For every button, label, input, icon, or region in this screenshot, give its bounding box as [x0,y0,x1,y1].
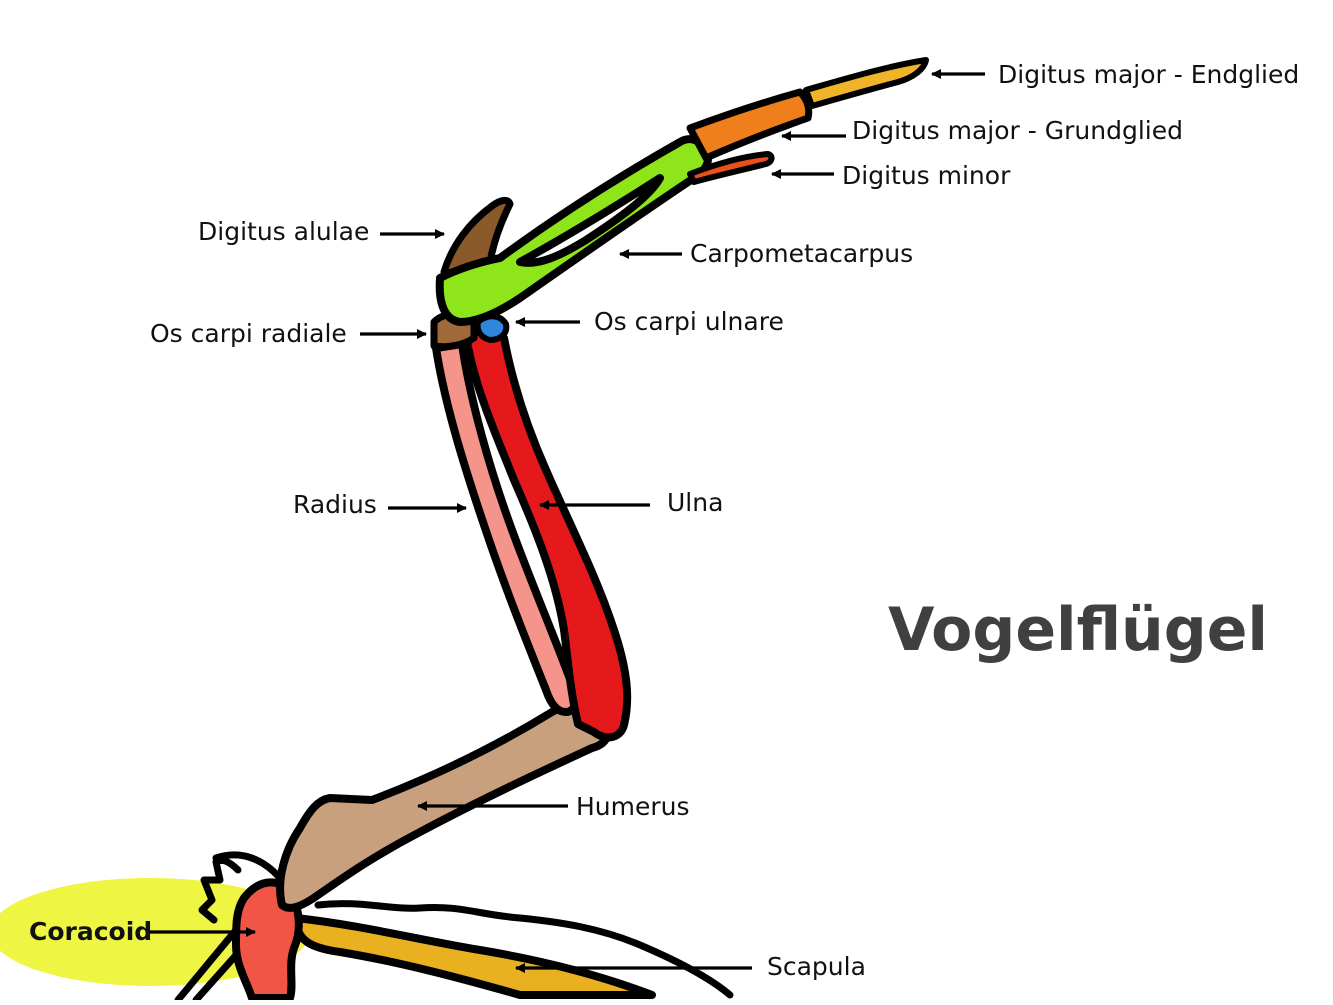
label-coracoid: Coracoid [29,917,153,946]
label-os-carpi-ulnare: Os carpi ulnare [594,307,784,336]
pointer-arrows [150,69,985,973]
label-digitus-minor: Digitus minor [842,161,1011,190]
ulna-bone [462,324,632,742]
digitus-major-endglied-bone [803,57,929,109]
label-humerus: Humerus [576,792,690,821]
radius-bone [432,340,580,716]
label-digitus-major-grundglied: Digitus major - Grundglied [852,116,1183,145]
label-scapula: Scapula [767,952,866,981]
diagram-title: Vogelflügel [888,595,1268,665]
label-digitus-major-endglied: Digitus major - Endglied [998,60,1300,89]
digitus-minor-bone [687,151,775,185]
label-carpometacarpus: Carpometacarpus [690,239,914,268]
label-radius: Radius [293,490,377,519]
scapula-bone [292,914,656,999]
label-os-carpi-radiale: Os carpi radiale [150,319,347,348]
digitus-major-grundglied-bone [686,88,813,162]
label-digitus-alulae: Digitus alulae [198,217,370,246]
label-ulna: Ulna [667,488,724,517]
